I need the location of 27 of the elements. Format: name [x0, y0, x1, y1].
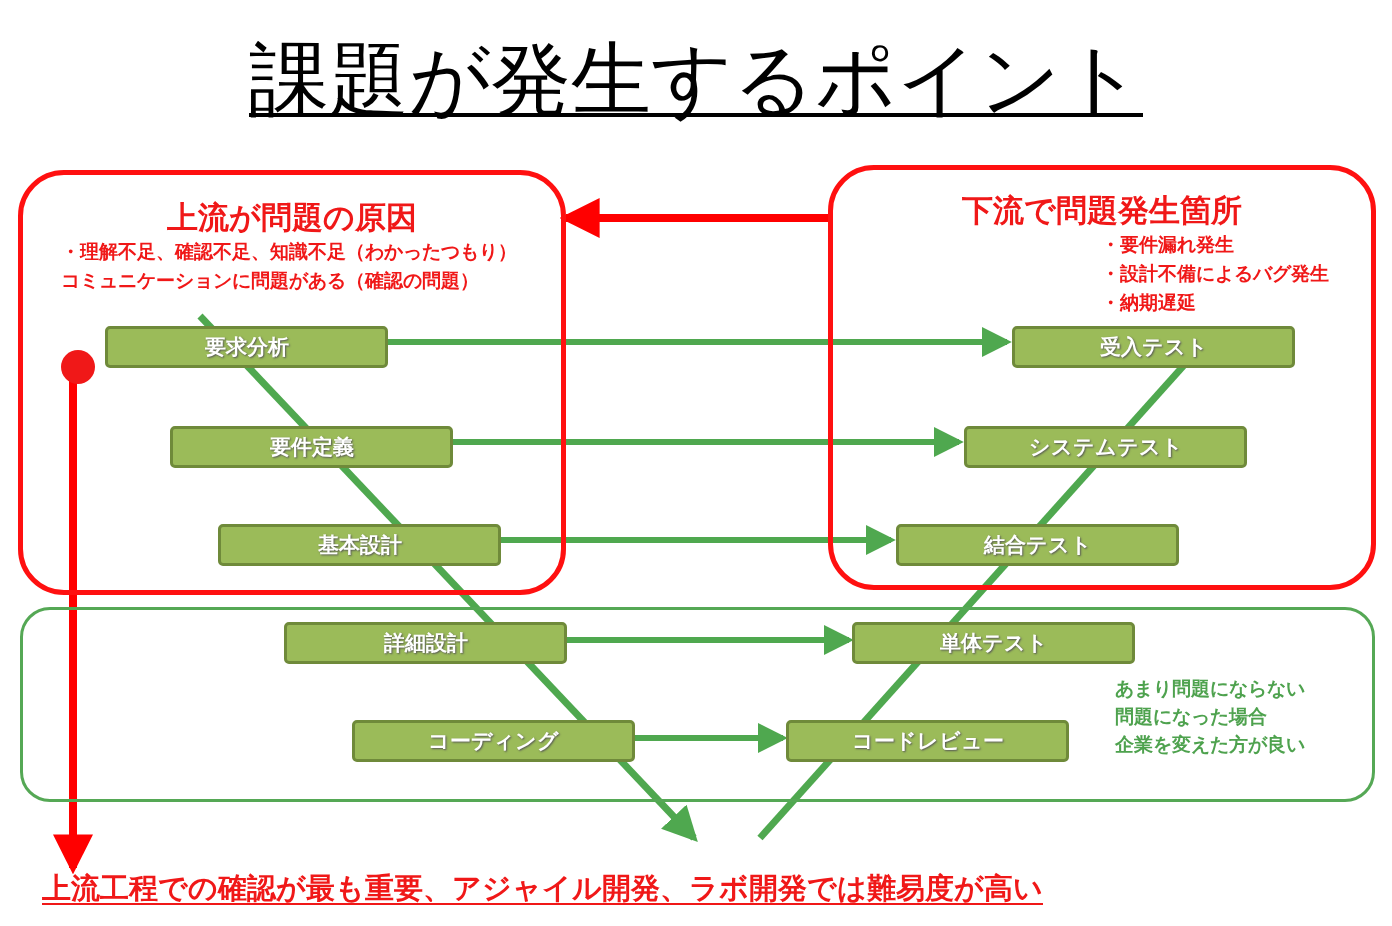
note-text: ・要件漏れ発生	[1101, 232, 1235, 257]
frame-heading: 下流で問題発生箇所	[961, 191, 1243, 230]
frame-heading: 上流が問題の原因	[166, 198, 418, 237]
note-text: あまり問題にならない	[1115, 676, 1306, 701]
process-box: 基本設計	[218, 524, 501, 566]
process-box: 結合テスト	[896, 524, 1179, 566]
note-text: ・設計不備によるバグ発生	[1101, 261, 1330, 286]
process-box: コードレビュー	[786, 720, 1069, 762]
note-text: コミュニケーションに問題がある（確認の問題）	[61, 268, 480, 293]
process-box: 要求分析	[105, 326, 388, 368]
conclusion-text: 上流工程での確認が最も重要、アジャイル開発、ラボ開発では難易度が高い	[42, 868, 1062, 912]
region-frame	[20, 607, 1375, 802]
process-box: 要件定義	[170, 426, 453, 468]
arrow	[53, 379, 93, 875]
problem-area-frame	[18, 170, 566, 595]
process-box: 詳細設計	[284, 622, 567, 664]
note-text: 企業を変えた方が良い	[1115, 732, 1306, 757]
note-text: ・理解不足、確認不足、知識不足（わかったつもり）	[61, 239, 518, 264]
problem-area-frame	[828, 165, 1376, 590]
process-box: システムテスト	[964, 426, 1247, 468]
note-text: ・納期遅延	[1101, 290, 1197, 315]
note-text: 問題になった場合	[1115, 704, 1268, 729]
title: 課題が発生するポイント	[249, 33, 1143, 126]
process-box: 単体テスト	[852, 622, 1135, 664]
process-box: コーディング	[352, 720, 635, 762]
process-box: 受入テスト	[1012, 326, 1295, 368]
start-dot	[61, 350, 95, 384]
